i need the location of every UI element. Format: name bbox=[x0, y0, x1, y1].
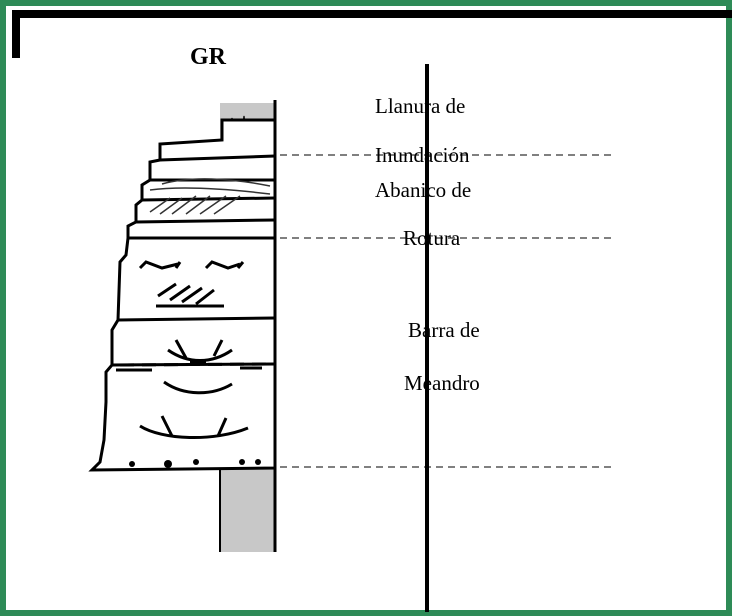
facies-label-floodplain-2: Inundación bbox=[375, 143, 470, 167]
facies-boundaries bbox=[280, 154, 612, 468]
top-black-bar bbox=[12, 10, 732, 18]
shale-column-bottom bbox=[220, 468, 275, 552]
facies-label-pointbar-2: Meandro bbox=[404, 371, 480, 395]
crevasse-lamination bbox=[149, 178, 271, 215]
bedding-lines bbox=[111, 154, 276, 367]
left-black-bar bbox=[12, 10, 20, 58]
facies-label-pointbar-1: Barra de bbox=[408, 318, 480, 342]
gr-log-header: GR bbox=[190, 44, 226, 70]
lithology-outline bbox=[88, 118, 277, 472]
facies-label-floodplain-1: Llanura de bbox=[375, 94, 466, 118]
facies-label-crevasse-1: Abanico de bbox=[375, 178, 472, 202]
facies-label-crevasse-2: Rotura bbox=[403, 226, 461, 250]
basal-lag bbox=[129, 459, 261, 468]
pointbar-lamination bbox=[116, 260, 262, 440]
internal-dashed-bed bbox=[119, 362, 271, 367]
